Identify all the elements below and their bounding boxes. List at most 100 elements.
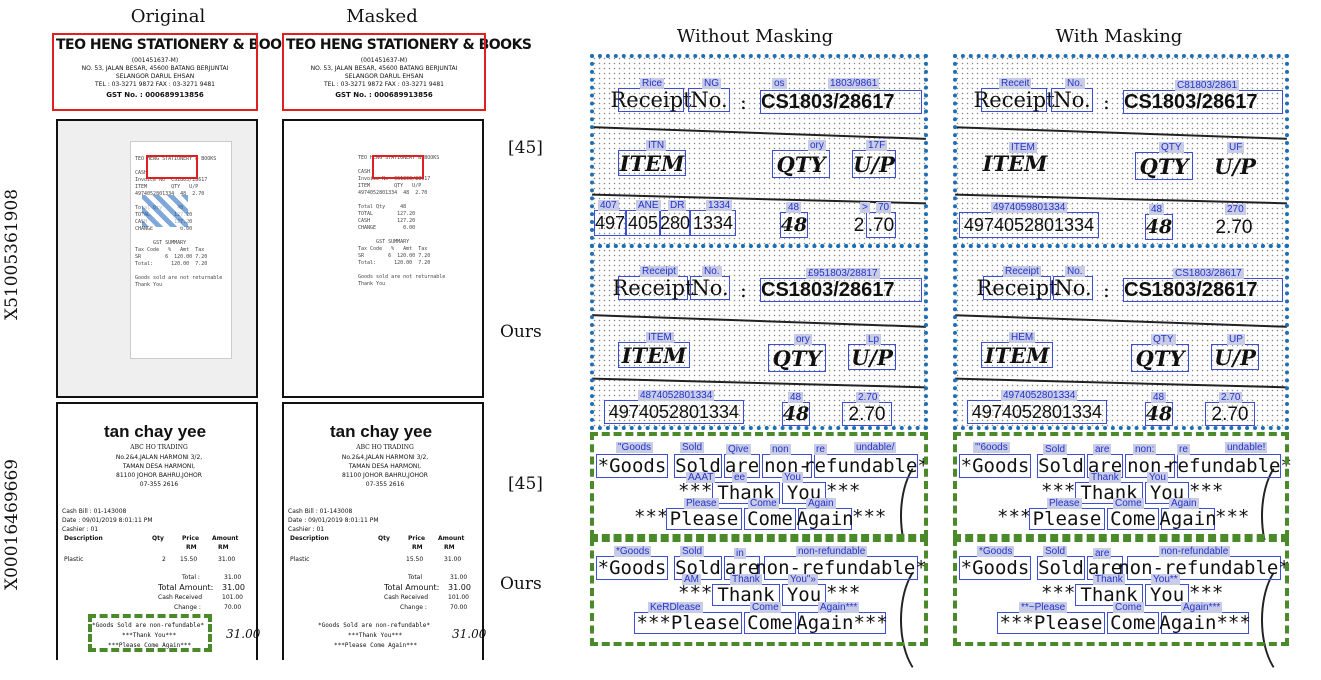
panel-ref-with-masking-receipt: Receipt No. : CS1803/28617 ITEM QTY U/P …	[955, 56, 1287, 246]
col-qty: Qty	[378, 535, 390, 542]
pred-are: Qive	[726, 444, 751, 455]
pred-stars: AAAT	[686, 472, 716, 483]
footer-group-ref-with	[953, 432, 1289, 538]
pred-invoice: £951803/28817	[806, 268, 880, 279]
col-rm1: RM	[186, 544, 197, 551]
pred-barcode: 4974059801334	[991, 202, 1068, 213]
pred-sold: Sold	[680, 546, 705, 557]
company-name: TEO HENG STATIONERY & BOOKS	[56, 37, 302, 53]
token-price: 2.70	[1215, 216, 1253, 238]
header-masked: Masked	[346, 6, 418, 27]
receipt-group-ours-with	[953, 244, 1289, 430]
token-colon: :	[740, 90, 747, 114]
row-label-ours-1: Ours	[500, 322, 542, 342]
pred-item: ITEM	[646, 332, 674, 343]
total-amount-label: Total Amount:	[158, 583, 214, 592]
original-receipt-1: TEO HENG STATIONERY & BOOKS CASH Invoice…	[56, 119, 258, 398]
token-stars1: ***	[1041, 480, 1076, 502]
cashier: Cashier : 01	[288, 526, 325, 533]
pred-thank: ee	[732, 472, 748, 483]
pred-non: non	[770, 444, 791, 455]
pred-receipt: Receipt	[1003, 266, 1041, 277]
change-value: 70.00	[224, 604, 242, 611]
company-tel: TEL : 03-3271 9872 FAX : 03-3271 9481	[324, 81, 444, 88]
pred-goods: *Goods	[614, 546, 652, 557]
pred-again: Again	[806, 498, 836, 509]
total-amount-label: Total Amount:	[384, 583, 440, 592]
pred-again: Again***	[818, 602, 860, 613]
footer-line1: *Goods Sold are non-refundable*	[318, 622, 430, 629]
item-amount: 31.00	[444, 556, 462, 563]
original-header-highlight	[52, 33, 258, 111]
shop-addr2: TAMAN DESA HARMONI,	[122, 463, 196, 470]
pred-barcode-c: DR	[668, 200, 687, 211]
pred-again: Again***	[1181, 602, 1223, 613]
item-name: Plastic	[64, 556, 84, 563]
pred-barcode: 4974052801334	[1001, 390, 1078, 401]
pred-qty-value: 48	[788, 392, 804, 403]
token-goods: *Goods	[596, 454, 668, 478]
shop-addr1: No.2&4,JALAN HARMONI 3/2,	[341, 454, 429, 461]
token-stars2: ***	[826, 582, 861, 604]
pred-barcode-b: ANE	[636, 200, 661, 211]
token-stars4: ***	[1215, 506, 1250, 528]
panel-ref-without-masking-footer: *Goods Sold are non- refundable* *** Tha…	[594, 436, 929, 576]
pred-item: ITEM	[1009, 142, 1037, 153]
token-stars1: ***	[1041, 582, 1076, 604]
pred-qty-value: 48	[1149, 204, 1165, 215]
total-value: 31.00	[450, 574, 468, 581]
col-desc: Description	[64, 535, 103, 542]
change-label: Change :	[400, 604, 427, 611]
col-amount: Amount	[438, 535, 465, 542]
header-without-masking: Without Masking	[676, 26, 834, 47]
cash-bill: Cash Bill : 01-143008	[62, 508, 127, 515]
token-goods: *Goods	[959, 454, 1031, 478]
pred-are: are	[1093, 548, 1112, 559]
handwritten-total: 31.00	[226, 627, 261, 641]
item-qty: 2	[162, 556, 166, 563]
item-amount: 31.00	[218, 556, 236, 563]
original-footer-highlight	[88, 614, 212, 652]
pred-re: re	[1177, 444, 1190, 455]
shop-phone: 07-355 2616	[365, 481, 405, 488]
masked-header-highlight	[282, 33, 486, 111]
pred-come: Come	[748, 498, 779, 509]
col-qty: Qty	[152, 535, 164, 542]
pred-goods: *Goods	[977, 546, 1015, 557]
pred-price-b: 70	[876, 202, 892, 213]
pred-no: No.	[702, 266, 722, 277]
shop-addr2: TAMAN DESA HARMONI,	[348, 463, 422, 470]
pred-barcode: 4874052801334	[638, 390, 715, 401]
item-price: 15.50	[180, 556, 198, 563]
pred-are: are	[1093, 444, 1112, 455]
pred-again: Again	[1169, 498, 1199, 509]
pred-no: NG	[702, 78, 721, 89]
pred-up: UP	[1227, 334, 1245, 345]
receipt-curve	[1261, 456, 1321, 576]
pred-invoice: CS1803/28617	[1173, 268, 1244, 279]
token-stars1: ***	[678, 582, 713, 604]
company-reg: (001451637-M)	[131, 57, 179, 64]
bill-date: Date : 09/01/2019 8:01:11 PM	[288, 517, 379, 524]
pred-receipt: Receit	[999, 78, 1032, 89]
pred-item: ITN	[646, 140, 667, 151]
pred-barcode-a: 407	[598, 200, 619, 211]
token-stars2: ***	[826, 480, 861, 502]
pred-re: re	[814, 444, 827, 455]
shop-phone: 07-355 2616	[139, 481, 179, 488]
receipt-curve	[900, 456, 960, 576]
panel-ours-with-masking-footer: *Goods Sold are non-refundable* *** Than…	[957, 540, 1290, 680]
pred-price-a: >	[860, 202, 870, 213]
receipt-group-ours-without	[590, 244, 928, 430]
pred-refundable: undable/	[854, 442, 897, 453]
company-name: TEO HENG STATIONERY & BOOKS	[286, 37, 532, 53]
token-up: U/P	[1214, 153, 1256, 179]
pred-are: in	[734, 548, 746, 559]
pred-you: You	[782, 472, 803, 483]
company-addr1: NO. 53, JALAN BESAR, 45600 BATANG BERJUN…	[81, 65, 229, 72]
pred-qty: ory	[794, 334, 812, 345]
row-label-ref-1: [45]	[508, 138, 543, 158]
item-name: Plastic	[290, 556, 310, 563]
pred-please: KeRDlease	[648, 602, 703, 613]
pred-thank: Thank	[1093, 574, 1125, 585]
